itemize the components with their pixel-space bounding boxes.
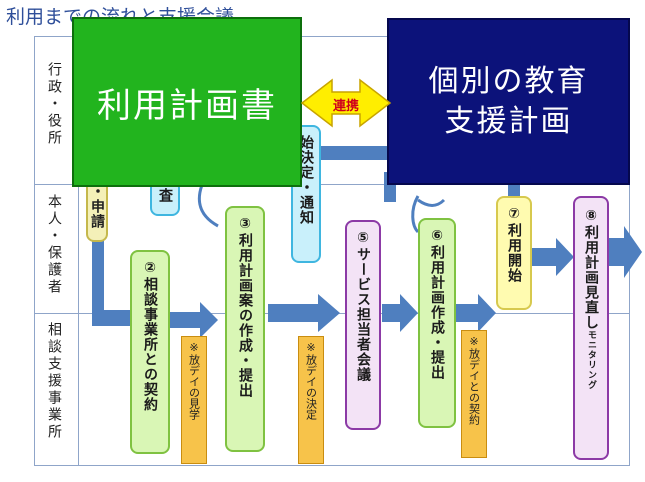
step-5-box: ⑤サービス担当者会議 <box>345 220 381 430</box>
step-shinsei-box: ・申請 <box>86 178 108 242</box>
step-8-box: ⑧利用計画見直し モニタリング <box>573 196 609 460</box>
step-6-box: ⑥利用計画作成・提出 <box>418 218 456 428</box>
step-7-box: ⑦利用開始 <box>496 196 532 310</box>
edu-plan-line2: 支援計画 <box>444 103 573 139</box>
arrow-step5-to-6 <box>382 294 418 332</box>
step-3-box: ③利用計画案の作成・提出 <box>225 206 265 452</box>
lane-divider-1 <box>34 184 630 185</box>
curve-connector-3 <box>417 198 446 207</box>
arrow-step8-out <box>606 226 642 278</box>
curve-connector-2 <box>411 195 420 234</box>
lane-label-divider <box>78 36 79 466</box>
lane-label-gyosei: 行政・役所 <box>46 62 62 147</box>
link-double-arrow <box>300 78 392 128</box>
lane-label-honnin: 本人・保護者 <box>46 194 62 296</box>
arrow-step2-to-3 <box>170 302 218 338</box>
lane-label-sodan: 相談支援事業所 <box>46 322 62 441</box>
arrow-step3-to-5 <box>268 294 340 332</box>
note-kettei: ※放デイの決定 <box>298 336 324 464</box>
link-label: 連携 <box>332 99 359 114</box>
kobetsu-kyoiku-shien-keikaku-box: 個別の教育 支援計画 <box>387 18 630 185</box>
note-kengaku: ※放デイの見学 <box>181 336 207 464</box>
arrow-step7-to-8 <box>532 238 574 276</box>
riyou-keikakusho-box: 利用計画書 <box>72 17 302 187</box>
step-8-label: ⑧利用計画見直し <box>583 208 599 330</box>
edu-plan-line1: 個別の教育 <box>428 63 589 99</box>
note-keiyaku: ※放デイとの契約 <box>461 330 487 458</box>
arrow-step6-to-7 <box>456 294 496 332</box>
arrow-down-shinsei <box>92 240 104 322</box>
step-8-sublabel: モニタリング <box>586 330 596 390</box>
step-2-box: ②相談事業所との契約 <box>130 250 170 454</box>
